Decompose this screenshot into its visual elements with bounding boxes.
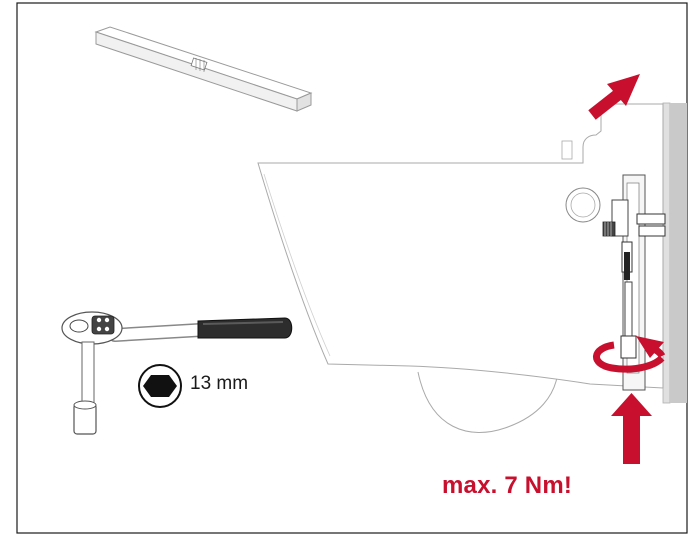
wall bbox=[662, 102, 687, 404]
ratchet-wrench-icon bbox=[61, 311, 293, 435]
torque-warning-label: max. 7 Nm! bbox=[442, 472, 573, 499]
toilet-body bbox=[257, 103, 664, 433]
mounting-bracket bbox=[602, 174, 666, 391]
rotate-arrow-icon bbox=[593, 336, 666, 373]
hex-socket-icon bbox=[138, 364, 182, 408]
socket-size-label: 13 mm bbox=[190, 373, 249, 394]
tilt-arrow-icon bbox=[588, 74, 640, 120]
push-up-arrow-icon bbox=[611, 393, 652, 464]
spirit-level-icon bbox=[94, 26, 313, 112]
